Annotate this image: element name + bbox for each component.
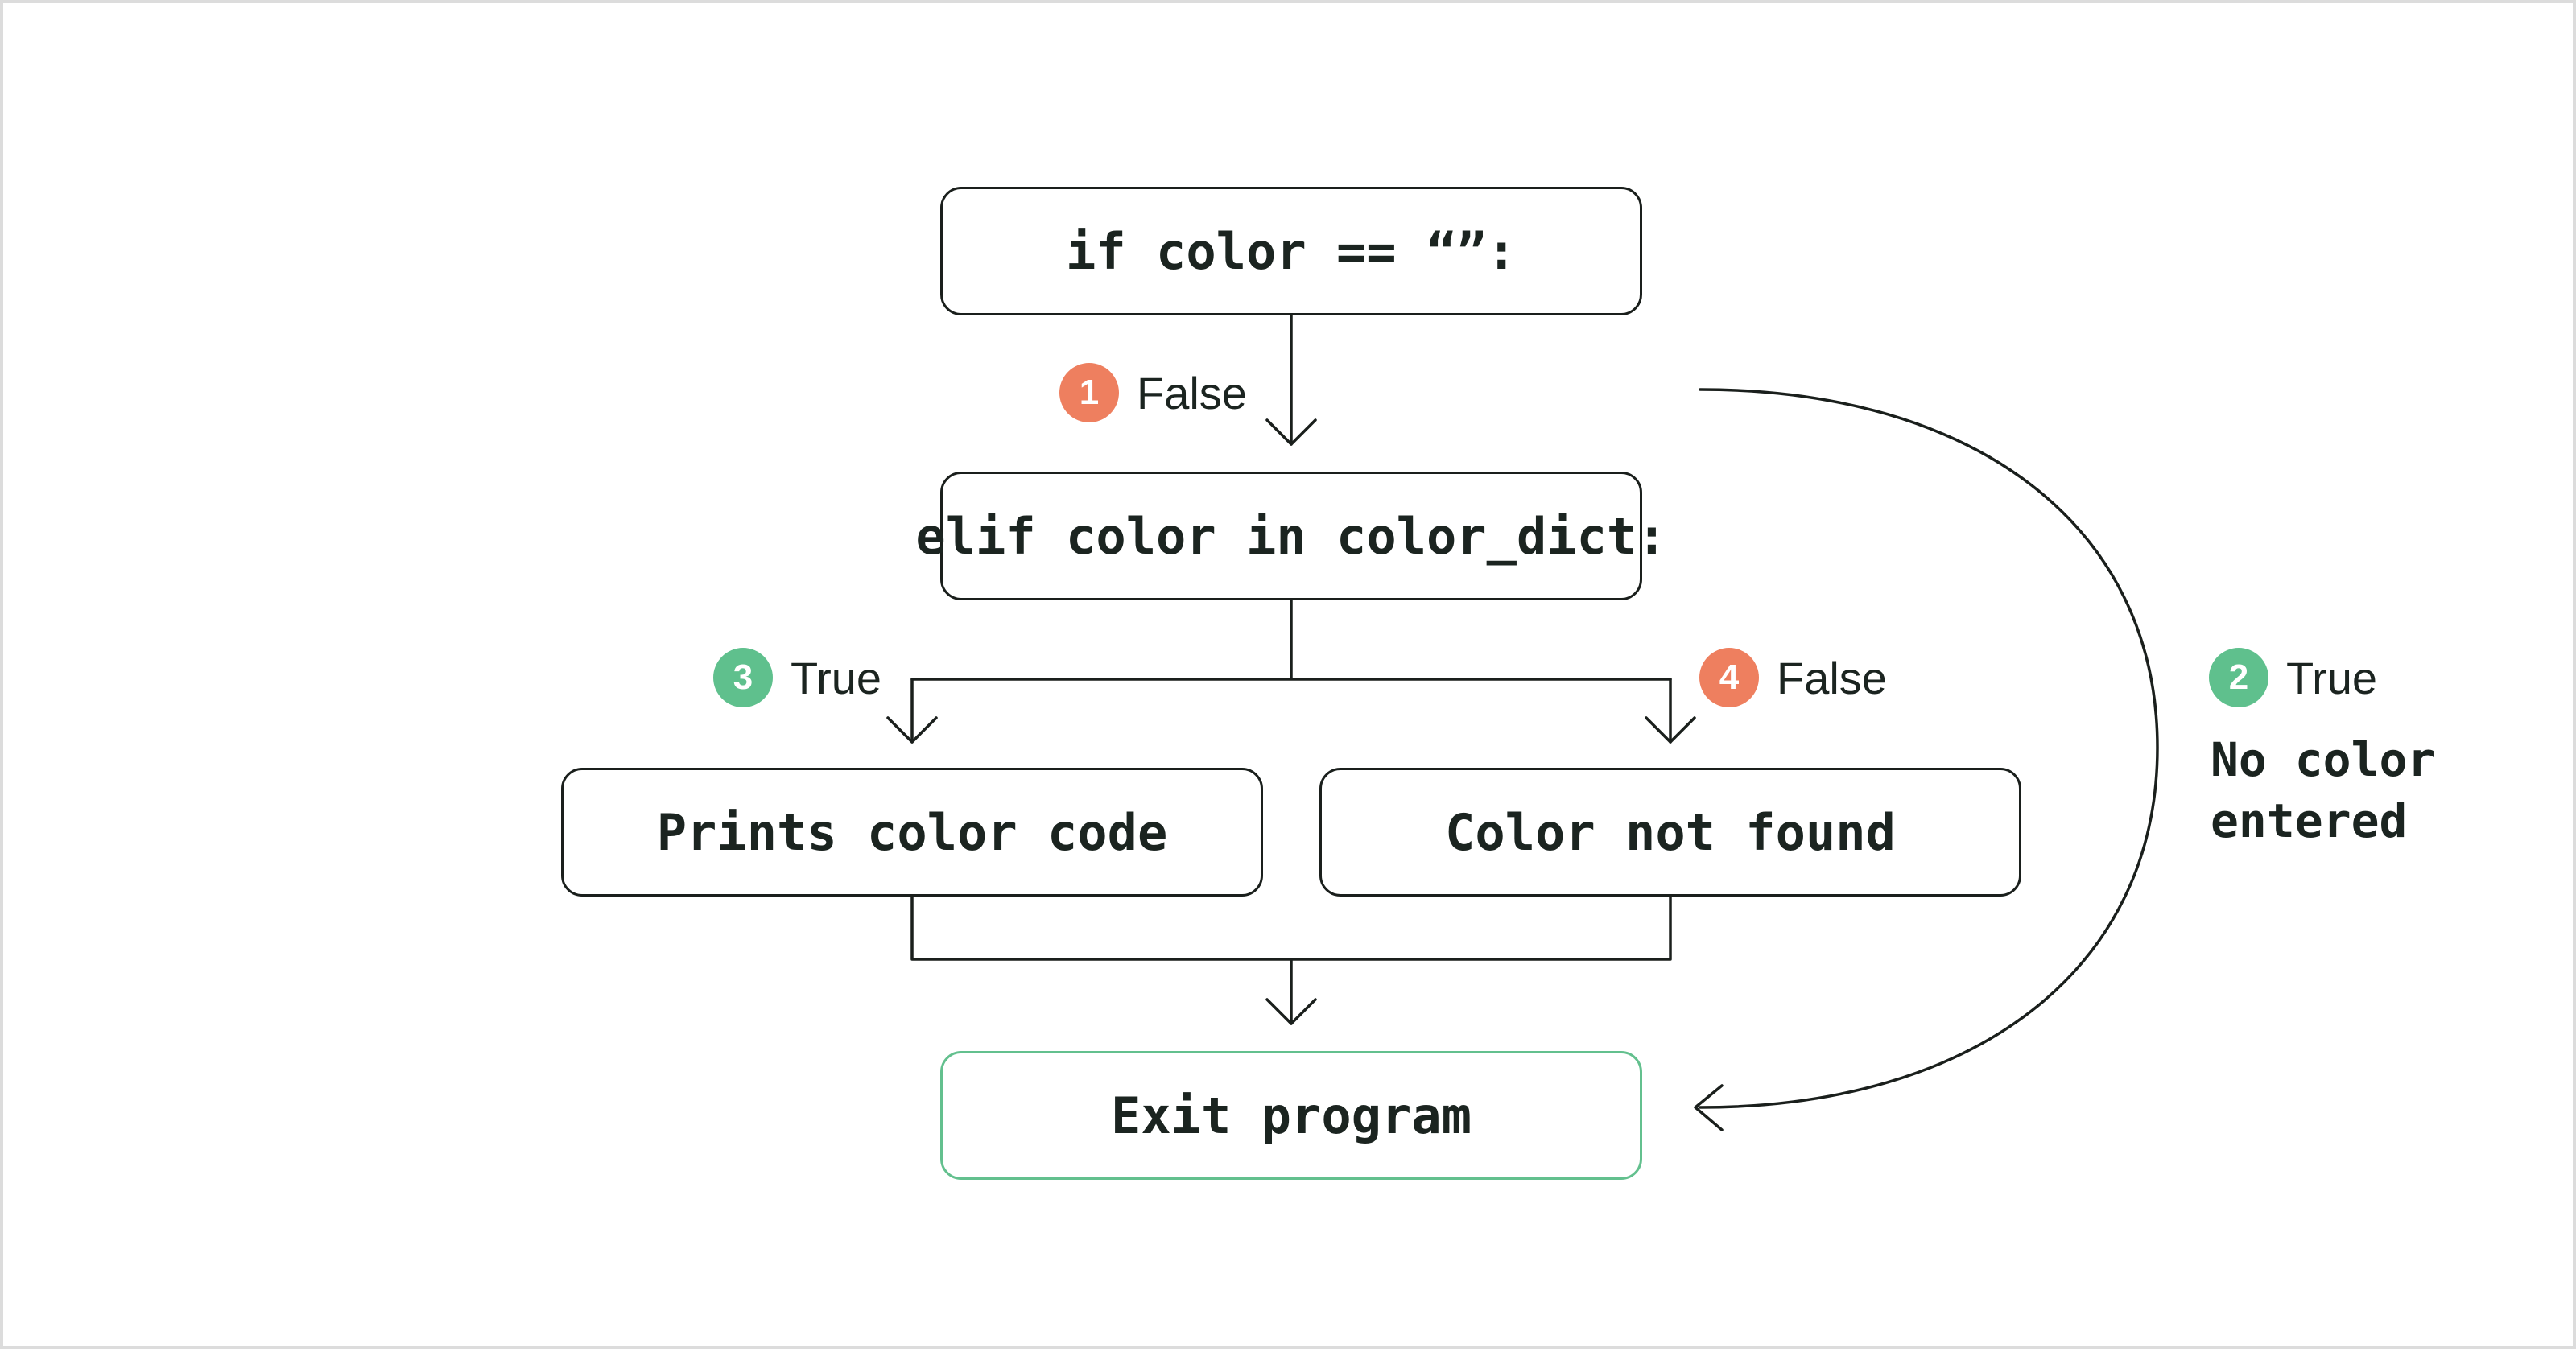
step-badge-2: 2 bbox=[2209, 648, 2268, 707]
edge-label-3-text: True bbox=[791, 652, 882, 703]
node-color-not-found: Color not found bbox=[1319, 768, 2021, 897]
edge-label-4-text: False bbox=[1777, 652, 1887, 703]
edge-merge bbox=[910, 895, 1672, 1025]
node-prints-color-code-text: Prints color code bbox=[656, 802, 1168, 862]
arrowhead-prints bbox=[886, 716, 938, 744]
step-badge-4: 4 bbox=[1699, 648, 1759, 707]
step-badge-3: 3 bbox=[713, 648, 773, 707]
node-elif-color-text: elif color in color_dict: bbox=[915, 506, 1667, 566]
edge-label-3: 3 True bbox=[713, 645, 881, 710]
arrowhead-notfound bbox=[1645, 716, 1696, 744]
edge-label-4: 4 False bbox=[1699, 645, 1887, 710]
node-elif-color: elif color in color_dict: bbox=[915, 472, 1667, 600]
node-exit-program-text: Exit program bbox=[1111, 1086, 1472, 1145]
edge-if-to-exit-curve bbox=[1699, 388, 2159, 1109]
step-badge-1: 1 bbox=[1059, 363, 1119, 422]
edge-elif-split bbox=[910, 599, 1672, 681]
edge-label-1-text: False bbox=[1137, 367, 1247, 418]
edge-label-1: 1 False bbox=[1059, 361, 1247, 425]
node-color-not-found-text: Color not found bbox=[1445, 802, 1896, 862]
edge-2-note: No color entered bbox=[2211, 729, 2435, 851]
node-if-color: if color == “”: bbox=[940, 187, 1642, 315]
connector-lines bbox=[886, 314, 2159, 1131]
edge-2-note-line2: entered bbox=[2211, 793, 2408, 848]
edge-2-note-line1: No color bbox=[2211, 732, 2436, 787]
arrowhead-exit-curve bbox=[1694, 1084, 1724, 1131]
edge-label-2-text: True bbox=[2286, 652, 2378, 703]
node-exit-program: Exit program bbox=[940, 1051, 1642, 1180]
node-if-color-text: if color == “”: bbox=[1066, 221, 1517, 281]
node-prints-color-code: Prints color code bbox=[561, 768, 1263, 897]
arrowhead-elif bbox=[1265, 418, 1317, 446]
arrowhead-exit bbox=[1265, 998, 1317, 1025]
edge-label-2: 2 True bbox=[2209, 645, 2377, 710]
